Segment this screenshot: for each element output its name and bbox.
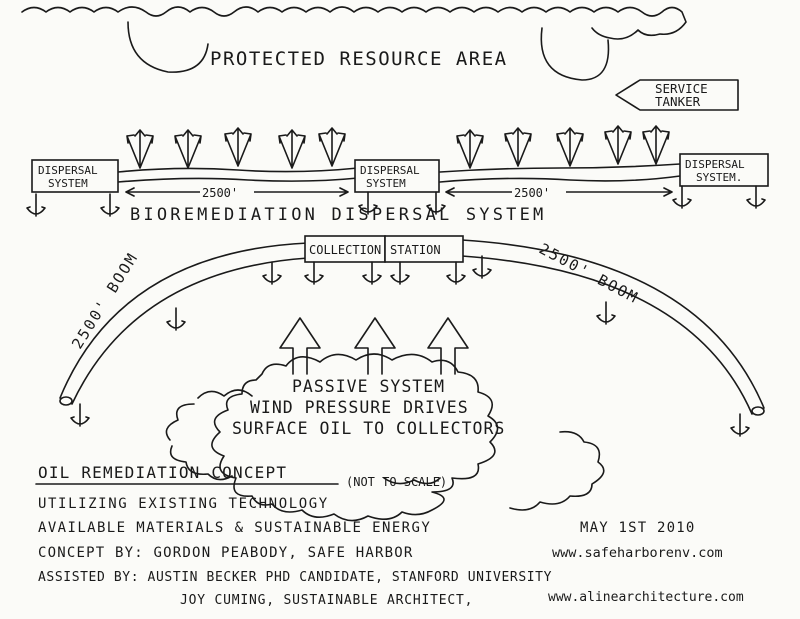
collection-label: COLLECTION (309, 243, 381, 257)
concept-by: CONCEPT BY: GORDON PEABODY, SAFE HARBOR (38, 545, 414, 561)
passive-line1: PASSIVE SYSTEM (292, 377, 445, 396)
spray-arrow (224, 127, 252, 167)
dispersal-box-right-line2: SYSTEM. (696, 171, 742, 184)
boom-arc-inner (71, 255, 753, 415)
service-tanker: SERVICE TANKER (615, 79, 739, 111)
passive-line2: WIND PRESSURE DRIVES (250, 398, 469, 417)
concept-url[interactable]: www.safeharborenv.com (552, 545, 723, 561)
coast-curl-left (127, 21, 209, 73)
scale-note: (NOT TO SCALE) (346, 475, 447, 489)
dispersal-box-center-line2: SYSTEM (366, 177, 406, 190)
anchor-icon (446, 261, 466, 285)
dispersal-pipe-right (439, 163, 681, 183)
wind-pressure-arrows (279, 317, 469, 375)
dispersal-pipe-left (117, 167, 359, 183)
anchors (26, 185, 766, 437)
footer-line1: UTILIZING EXISTING TECHNOLOGY (38, 496, 329, 512)
anchor-icon (26, 193, 46, 217)
anchor-icon (472, 255, 492, 279)
anchor-icon (730, 413, 750, 437)
spray-arrow (456, 129, 484, 169)
spray-arrow (174, 129, 202, 169)
spray-arrow (126, 129, 154, 169)
spray-arrow (504, 127, 532, 167)
oil-slick-cloud-lower (165, 389, 605, 511)
anchor-icon (596, 301, 616, 325)
dispersal-box-left: DISPERSAL SYSTEM (31, 159, 119, 193)
coast-curl-right (540, 27, 610, 81)
dispersal-box-right: DISPERSAL SYSTEM. (679, 153, 769, 187)
anchor-icon (100, 193, 120, 217)
anchor-icon (672, 185, 692, 209)
anchor-icon (746, 185, 766, 209)
anchor-icon (390, 261, 410, 285)
tanker-line2: TANKER (655, 94, 701, 109)
boom-right-label: 2500' BOOM (536, 240, 642, 308)
boom-arc-outer (59, 239, 765, 409)
concept-title: OIL REMEDIATION CONCEPT (38, 463, 287, 482)
station-label: STATION (390, 243, 441, 257)
shoreline (21, 6, 687, 40)
collection-station: COLLECTION STATION (304, 235, 464, 263)
spray-arrow (318, 127, 346, 167)
bioremediation-label: BIOREMEDIATION DISPERSAL SYSTEM (130, 205, 546, 225)
wind-arrow-icon (354, 317, 396, 375)
spray-arrow (604, 125, 632, 165)
anchor-icon (304, 261, 324, 285)
spray-arrow (278, 129, 306, 169)
anchor-icon (262, 261, 282, 285)
distance-right-label: 2500' (514, 186, 550, 200)
dispersal-box-center: DISPERSAL SYSTEM (354, 159, 440, 193)
dispersal-spray-arrows (126, 125, 670, 169)
joy-cuming: JOY CUMING, SUSTAINABLE ARCHITECT, (180, 593, 473, 608)
distance-left: 2500' (125, 184, 349, 200)
assisted-by: ASSISTED BY: AUSTIN BECKER PHD CANDIDATE… (38, 570, 552, 585)
spray-arrow (556, 127, 584, 167)
anchor-icon (362, 261, 382, 285)
oil-slick-cloud (211, 353, 499, 522)
dispersal-box-right-line1: DISPERSAL (685, 158, 745, 171)
anchor-icon (70, 403, 90, 427)
dispersal-box-left-line2: SYSTEM (48, 177, 88, 190)
footer-date: MAY 1ST 2010 (580, 520, 696, 536)
joy-url[interactable]: www.alinearchitecture.com (548, 590, 744, 605)
anchor-icon (166, 307, 186, 331)
tanker-line1: SERVICE (655, 81, 708, 96)
anchor-icon (426, 191, 446, 215)
passive-line3: SURFACE OIL TO COLLECTORS (232, 419, 505, 438)
distance-left-label: 2500' (202, 186, 238, 200)
spray-arrow (642, 125, 670, 165)
anchor-icon (358, 191, 378, 215)
wind-arrow-icon (427, 317, 469, 375)
dispersal-box-center-line1: DISPERSAL (360, 164, 420, 177)
dispersal-box-left-line1: DISPERSAL (38, 164, 98, 177)
protected-area-label: PROTECTED RESOURCE AREA (210, 48, 508, 70)
distance-right: 2500' (445, 184, 673, 200)
boom-end-right (751, 406, 765, 416)
footer-line2: AVAILABLE MATERIALS & SUSTAINABLE ENERGY (38, 520, 431, 536)
boom-end-left (59, 396, 73, 406)
wind-arrow-icon (279, 317, 321, 375)
